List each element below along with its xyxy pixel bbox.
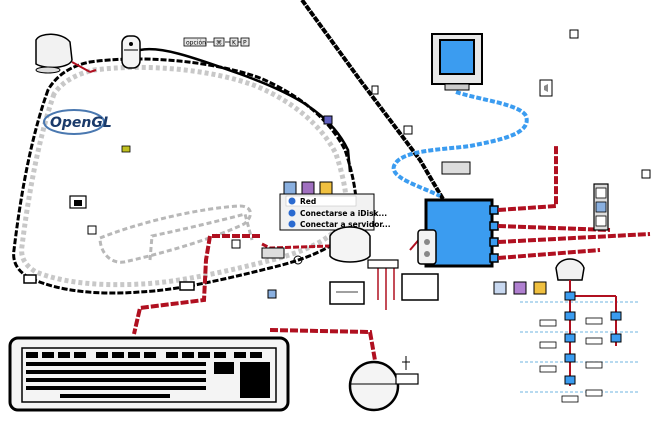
small-window-icon-2[interactable] — [641, 169, 651, 179]
external-drive-icon[interactable] — [401, 273, 439, 301]
mouse-icon[interactable] — [121, 35, 352, 173]
small-icon-4[interactable] — [403, 125, 413, 135]
hub-icon[interactable] — [424, 198, 499, 268]
small-icon-6[interactable] — [261, 247, 285, 259]
ethernet-port-icon — [69, 195, 87, 209]
scanner-icon[interactable] — [555, 258, 585, 281]
context-menu-item-red[interactable]: Red — [300, 197, 316, 206]
context-menu[interactable]: Red Conectarse a iDisk... Conectar a ser… — [279, 193, 391, 231]
side-palette[interactable] — [593, 183, 609, 231]
usb-icon — [395, 356, 419, 385]
small-icon-1[interactable] — [267, 289, 277, 299]
idisk-icon — [288, 209, 296, 217]
bottom-mouse-icon[interactable] — [348, 360, 400, 412]
small-icon-5[interactable] — [441, 161, 471, 175]
key-option-label: opción — [186, 40, 206, 47]
small-icon-7[interactable] — [121, 145, 131, 153]
server-globe-icon — [288, 220, 296, 228]
large-imac-outline — [12, 57, 358, 295]
context-menu-item-server[interactable]: Conectar a servidor... — [300, 220, 391, 229]
small-window-icon[interactable] — [569, 29, 579, 39]
monitor-icon[interactable] — [431, 33, 483, 91]
context-menu-toolbar[interactable] — [283, 181, 333, 195]
key-p-label: P — [243, 40, 247, 47]
keyboard-shortcut-hint: opción ⌘ K P — [183, 37, 250, 47]
network-tree-icon — [520, 280, 640, 403]
center-imac-icon[interactable] — [329, 226, 371, 263]
opengl-logo-text: OpenGL — [50, 115, 112, 131]
imac-icon[interactable] — [35, 33, 97, 74]
small-icon-2[interactable] — [371, 85, 379, 95]
chain-link-icon — [293, 255, 303, 265]
small-icon-3[interactable] — [323, 115, 333, 125]
speaker-icon[interactable] — [417, 229, 437, 265]
keyboard-icon[interactable] — [8, 336, 290, 412]
opengl-logo: OpenGL — [43, 109, 112, 135]
zoom-icon[interactable] — [231, 239, 241, 249]
red-cables-right — [497, 146, 651, 260]
printer-icon[interactable] — [329, 281, 365, 305]
key-cmd-label: ⌘ — [216, 40, 222, 47]
key-k-label: K — [232, 40, 237, 47]
context-menu-item-idisk[interactable]: Conectarse a iDisk... — [300, 209, 387, 218]
document-icon[interactable] — [539, 79, 553, 97]
firewire-icon — [87, 225, 97, 235]
usb-hub-icon[interactable] — [367, 259, 399, 269]
network-globe-icon — [288, 197, 296, 205]
blue-cable — [391, 90, 529, 198]
mini-toolbar-bottom[interactable] — [493, 281, 547, 295]
